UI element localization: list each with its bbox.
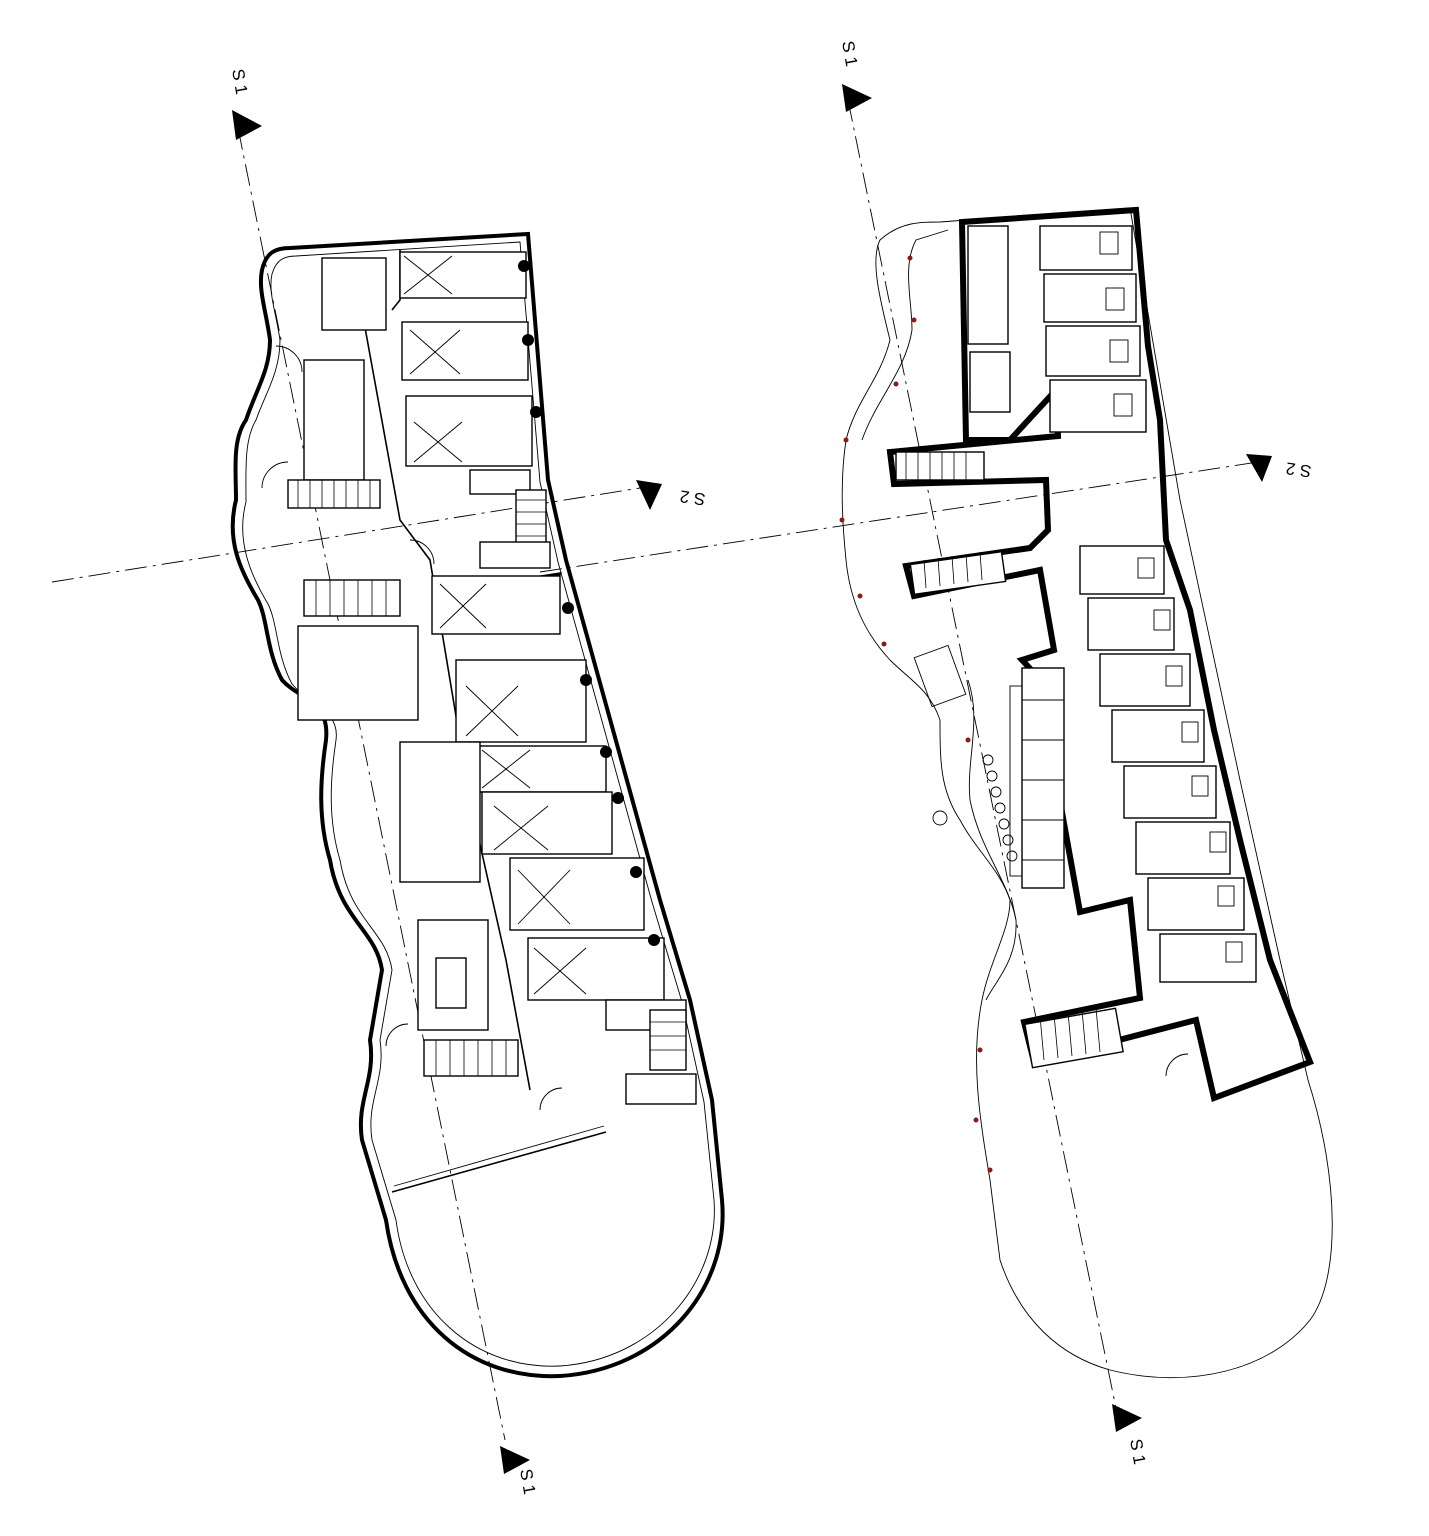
section-label-s1-top-right: S 1 bbox=[838, 39, 861, 67]
section-marker-s2-right bbox=[1246, 454, 1272, 482]
left-partitions bbox=[297, 257, 489, 1031]
right-stairs bbox=[895, 451, 1124, 1069]
section-label-s1-bottom-right: S 1 bbox=[1126, 1437, 1149, 1465]
right-lounge-seating bbox=[913, 644, 1023, 877]
left-terrace-divider bbox=[391, 1131, 607, 1193]
section-label-s1-bottom-left: S 1 bbox=[516, 1467, 539, 1495]
section-label-s1-top-left: S 1 bbox=[228, 67, 251, 95]
right-guest-rooms-top bbox=[967, 225, 1147, 433]
left-stairs bbox=[287, 469, 697, 1105]
right-bathroom-strip bbox=[1021, 667, 1065, 889]
right-railing-posts bbox=[839, 255, 993, 1173]
left-corridor-wall bbox=[359, 299, 531, 1091]
right-terrace-outline bbox=[841, 207, 1333, 1379]
section-marker-s1-bottom-left bbox=[500, 1446, 530, 1474]
left-floor-plan bbox=[230, 231, 725, 1379]
section-marker-s1-top-left bbox=[232, 110, 262, 140]
right-building-walls bbox=[886, 206, 1314, 1103]
right-floor-plan bbox=[839, 206, 1333, 1379]
section-marker-s1-bottom-right bbox=[1112, 1404, 1142, 1432]
left-window-plants bbox=[518, 260, 660, 946]
left-door-swings bbox=[261, 345, 563, 1111]
left-outer-envelope bbox=[230, 231, 725, 1379]
section-label-s2-right: S 2 bbox=[1285, 458, 1313, 480]
section-marker-s1-top-right bbox=[842, 84, 872, 112]
left-guest-rooms bbox=[399, 251, 665, 1001]
section-marker-s2-left bbox=[636, 480, 662, 510]
left-inner-envelope bbox=[242, 241, 715, 1367]
right-door-swing bbox=[1165, 1053, 1189, 1077]
right-guest-rooms-lower bbox=[1079, 545, 1257, 983]
section-label-s2-left: S 2 bbox=[679, 486, 707, 508]
section-axis-s2-right bbox=[539, 461, 1259, 573]
